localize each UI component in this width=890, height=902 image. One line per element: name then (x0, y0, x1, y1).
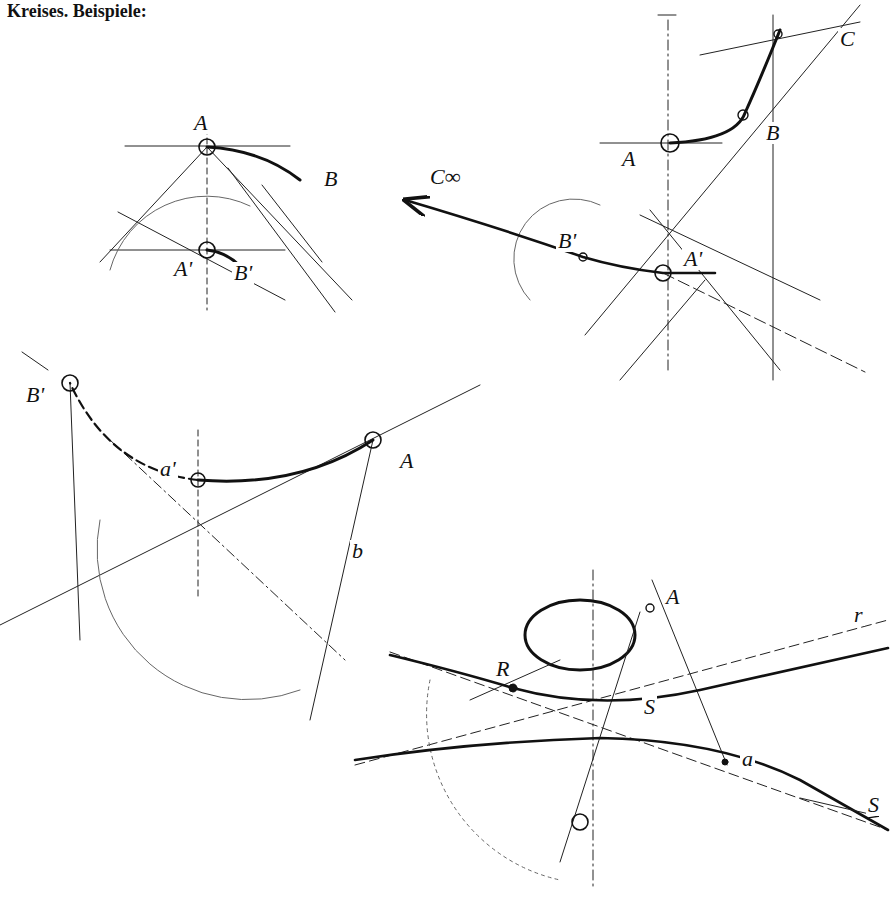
point-label: C (838, 28, 857, 50)
point-label: A (620, 148, 637, 170)
point-label: r (852, 604, 865, 626)
point-label: a' (158, 458, 178, 480)
point-label: B' (232, 262, 254, 284)
point-label: B' (24, 384, 46, 406)
point-label: R (494, 658, 511, 680)
point-label: A' (172, 258, 194, 280)
point-label: C∞ (428, 166, 462, 188)
point-label: S (642, 696, 657, 718)
point-label: a (740, 748, 755, 770)
point-label: A' (682, 248, 704, 270)
point-label: A (398, 450, 415, 472)
point-label: B' (556, 230, 578, 252)
point-label: A (192, 112, 209, 134)
point-label: S (866, 794, 881, 816)
heading-text: Kreises. Beispiele: (5, 2, 149, 20)
point-label: B (322, 168, 339, 190)
point-label: b (350, 540, 365, 562)
point-label: B (764, 122, 781, 144)
point-label: A (664, 586, 681, 608)
